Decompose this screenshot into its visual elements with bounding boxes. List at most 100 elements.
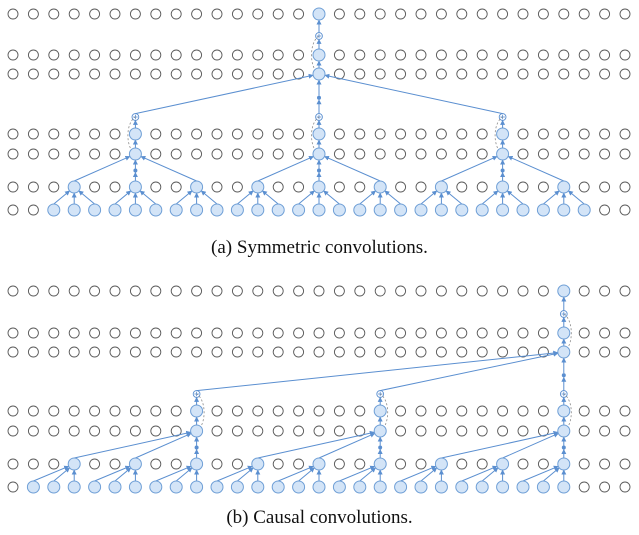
grid-node-p1-10 <box>211 405 223 417</box>
edge-l0-3-to-6 <box>73 155 131 182</box>
input-node-3 <box>67 203 81 217</box>
grid-node-a1-30 <box>619 425 631 437</box>
grid-node-p1-18 <box>374 128 386 140</box>
grid-node-a2-18 <box>374 346 386 358</box>
grid-node-top-25 <box>517 8 529 20</box>
edge-input-20-to-21 <box>420 467 438 482</box>
input-node-4 <box>88 480 102 494</box>
grid-node-top-7 <box>150 8 162 20</box>
edge-l0-18-to-15 <box>324 155 381 182</box>
grid-node-top-3 <box>68 285 80 297</box>
grid-node-top-22 <box>456 8 468 20</box>
grid-node-top-14 <box>293 285 305 297</box>
grid-node-a2-1 <box>27 68 39 80</box>
grid-node-a2-27 <box>558 68 570 80</box>
grid-node-a1-14 <box>293 425 305 437</box>
grid-node-p1-2 <box>48 405 60 417</box>
grid-node-a1-4 <box>89 425 101 437</box>
merge-dot-l1-9 <box>194 445 199 450</box>
grid-node-p2-30 <box>619 327 631 339</box>
grid-node-a2-22 <box>456 68 468 80</box>
input-node-25 <box>516 480 530 494</box>
grid-node-p2-8 <box>170 49 182 61</box>
edge-l0-6-to-9 <box>135 432 192 459</box>
grid-node-top-4 <box>89 8 101 20</box>
grid-node-p2-5 <box>109 327 121 339</box>
grid-node-top-20 <box>415 285 427 297</box>
input-node-12 <box>251 480 265 494</box>
grid-node-p2-23 <box>476 49 488 61</box>
edge-l0-15-to-18 <box>318 432 376 459</box>
grid-node-p1-13 <box>272 405 284 417</box>
grid-node-top-28 <box>578 285 590 297</box>
residual-arc-l1-27 <box>563 393 572 432</box>
input-node-16 <box>332 480 346 494</box>
grid-node-a0-1 <box>27 181 39 193</box>
grid-node-p1-26 <box>537 405 549 417</box>
grid-node-a1-19 <box>395 425 407 437</box>
norm-node-l2-15 <box>312 48 326 62</box>
input-node-2 <box>47 480 61 494</box>
edge-input-14-to-15 <box>298 190 315 205</box>
grid-node-a1-11 <box>231 425 243 437</box>
grid-node-p2-2 <box>48 49 60 61</box>
grid-node-a2-28 <box>578 346 590 358</box>
grid-node-a0-30 <box>619 181 631 193</box>
grid-node-p2-1 <box>27 49 39 61</box>
grid-node-p1-21 <box>435 128 447 140</box>
grid-node-a2-26 <box>537 68 549 80</box>
input-node-7 <box>149 203 163 217</box>
input-node-24 <box>496 203 510 217</box>
grid-node-a2-1 <box>27 346 39 358</box>
grid-node-p2-12 <box>252 327 264 339</box>
grid-node-top-4 <box>89 285 101 297</box>
grid-node-a0-16 <box>333 181 345 193</box>
level0-node-18 <box>373 180 387 194</box>
merge-dot-l2-27 <box>561 373 566 378</box>
grid-node-a1-16 <box>333 148 345 160</box>
grid-node-a0-0 <box>7 181 19 193</box>
grid-node-p1-21 <box>435 405 447 417</box>
grid-node-top-13 <box>272 8 284 20</box>
edge-l0-12-to-18 <box>257 430 375 459</box>
input-node-16 <box>332 203 346 217</box>
grid-node-p2-19 <box>395 327 407 339</box>
level0-node-12 <box>251 180 265 194</box>
grid-node-p2-9 <box>191 49 203 61</box>
grid-node-a2-18 <box>374 68 386 80</box>
grid-node-a0-10 <box>211 181 223 193</box>
grid-node-p1-12 <box>252 128 264 140</box>
grid-node-p2-3 <box>68 327 80 339</box>
norm-node-l1-24 <box>496 127 510 141</box>
residual-arc-l1-18 <box>379 393 389 432</box>
grid-node-top-25 <box>517 285 529 297</box>
grid-node-a2-3 <box>68 68 80 80</box>
edge-input-23-to-24 <box>481 190 499 205</box>
input-node-27 <box>557 480 571 494</box>
grid-node-a1-1 <box>27 425 39 437</box>
grid-node-p2-22 <box>456 49 468 61</box>
edge-add-18-to-27 <box>380 351 559 392</box>
grid-node-a2-9 <box>191 68 203 80</box>
input-node-20 <box>414 480 428 494</box>
input-node-9 <box>190 480 204 494</box>
input-node-5 <box>108 480 122 494</box>
residual-arc-l1-9 <box>196 393 205 432</box>
grid-node-p1-17 <box>354 128 366 140</box>
merge-dot-l1-24 <box>500 168 505 173</box>
grid-node-p1-7 <box>150 405 162 417</box>
grid-node-a0-26 <box>537 458 549 470</box>
grid-node-top-2 <box>48 8 60 20</box>
edge-input-13-to-12 <box>262 190 279 205</box>
grid-node-p1-8 <box>170 405 182 417</box>
grid-node-a1-18 <box>374 148 386 160</box>
grid-node-a1-21 <box>435 148 447 160</box>
input-node-25 <box>516 203 530 217</box>
grid-node-p1-17 <box>354 405 366 417</box>
grid-node-a1-23 <box>476 148 488 160</box>
grid-node-a0-19 <box>395 181 407 193</box>
output-node-15 <box>312 7 326 21</box>
grid-node-a1-21 <box>435 425 447 437</box>
grid-node-a1-30 <box>619 148 631 160</box>
